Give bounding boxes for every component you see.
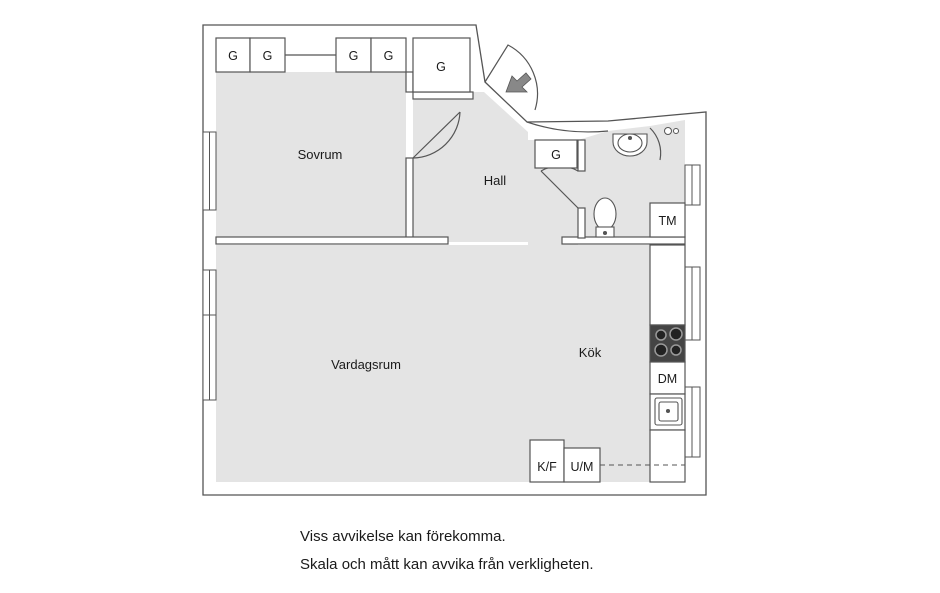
floor-area [216,72,685,482]
disclaimer-line-1: Viss avvikelse kan förekomma. [300,528,506,545]
room-label-kitchen: Kök [579,345,602,360]
room-label-bedroom: Sovrum [298,147,343,162]
fridge-freezer-label: K/F [537,460,557,474]
wardrobe-label: G [436,60,446,74]
bedroom-floor [216,72,406,237]
wall-bedroom-hall-lower [405,157,414,239]
room-label-living: Vardagsrum [331,357,401,372]
stove-icon [654,327,683,357]
door-swings [412,44,662,209]
wardrobe-label: G [263,49,273,63]
wall-bedroom-living [215,236,449,245]
wall-hall-top [412,91,474,100]
wardrobe-label: G [384,49,394,63]
bathroom-sink-icon [612,133,648,157]
windows [202,131,701,458]
wardrobe-label: G [551,148,561,162]
oven-microwave-label: U/M [571,460,594,474]
washing-machine-label: TM [658,214,676,228]
wardrobe-label: G [228,49,238,63]
wall-bath-left-lower [577,207,586,239]
wardrobes [215,37,578,169]
toilet-icon [593,197,617,238]
wardrobe-label: G [349,49,359,63]
entrance-arrow-icon [505,72,532,93]
room-label-hall: Hall [484,173,507,188]
shower-icon [664,127,679,135]
living-floor [216,245,650,482]
disclaimer-line-2: Skala och mått kan avvika från verklighe… [300,556,594,573]
kitchen-sink-icon [654,397,683,426]
wall-bath-left [577,139,586,172]
dishwasher-label: DM [658,372,677,386]
wall-bedroom-hall [405,71,414,93]
wall-bath-living [561,236,686,245]
interior-walls [215,71,686,245]
